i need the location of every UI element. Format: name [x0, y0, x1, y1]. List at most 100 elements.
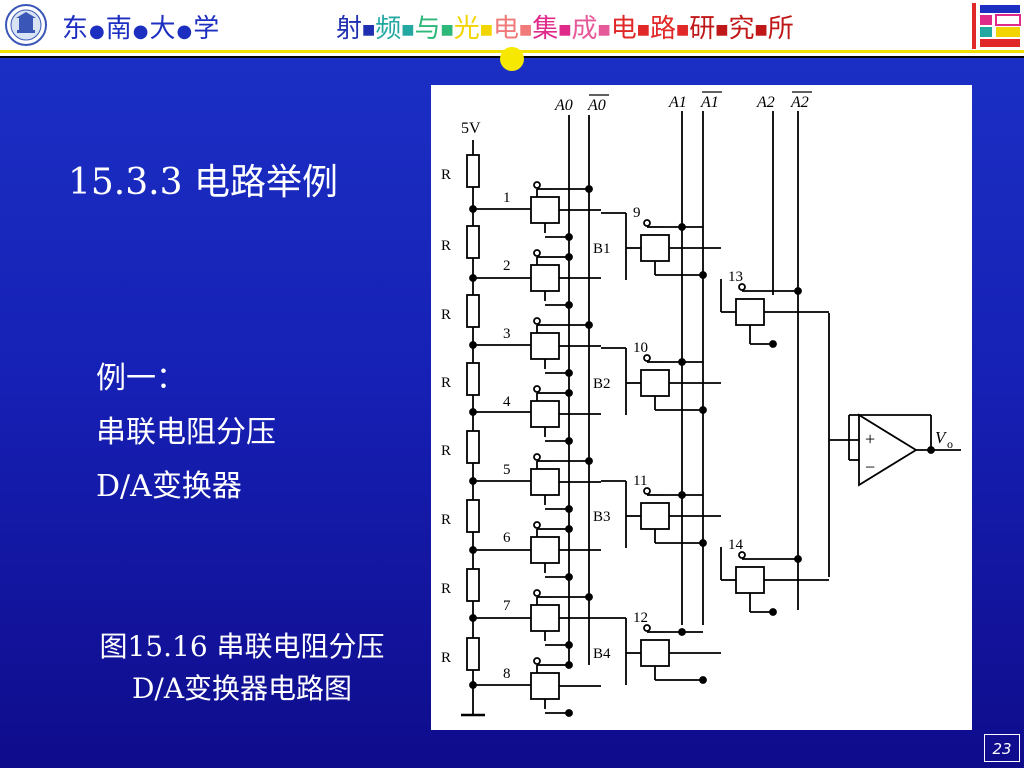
switch-body [530, 468, 560, 496]
square-separator: ■ [362, 22, 376, 38]
switch-number: 3 [503, 326, 511, 342]
switch-body [530, 604, 560, 632]
switch-gate [643, 354, 651, 362]
switch-gate [533, 181, 541, 189]
input-label: A1 [668, 94, 687, 111]
junction-dot [699, 406, 707, 414]
lab-logo [972, 3, 1021, 49]
header-ball [500, 47, 524, 71]
switch-number: 9 [633, 205, 641, 221]
switch-body [640, 639, 670, 667]
university-name: 东●南●大●学 [62, 8, 220, 45]
resistor [466, 362, 480, 396]
bullet-item: 例一： [96, 361, 186, 396]
switch-number: 6 [503, 530, 511, 546]
switch-body [735, 298, 765, 326]
switch-body [530, 536, 560, 564]
lab-char: 路 [650, 14, 677, 44]
junction-dot [565, 253, 573, 261]
switch-gate [738, 283, 746, 291]
university-logo [5, 4, 47, 46]
output-subscript: o [947, 437, 953, 451]
lab-char: 研 [689, 14, 716, 44]
switch-gate [533, 657, 541, 665]
resistor-label: R [441, 512, 451, 528]
junction-dot [769, 340, 777, 348]
switch-gate [643, 219, 651, 227]
bullet-item: 串联电阻分压 [96, 415, 276, 450]
square-separator: ■ [754, 22, 768, 38]
switch-body [640, 369, 670, 397]
square-separator: ■ [440, 22, 454, 38]
junction-dot [565, 525, 573, 533]
switch-body [530, 264, 560, 292]
junction-dot [699, 271, 707, 279]
dot-separator: ● [89, 21, 106, 42]
resistor-label: R [441, 375, 451, 391]
junction-dot [678, 358, 686, 366]
junction-dot [585, 321, 593, 329]
bullet-list: 例一： 串联电阻分压 D/A变换器 [96, 352, 276, 514]
resistor [466, 430, 480, 464]
square-separator: ■ [676, 22, 690, 38]
lab-char: 成 [571, 14, 598, 44]
resistor-label: R [441, 443, 451, 459]
resistor [466, 225, 480, 259]
resistor-label: R [441, 650, 451, 666]
dot-separator: ● [132, 21, 150, 42]
switch-gate [533, 453, 541, 461]
bus-label: B1 [593, 241, 611, 257]
switch-gate [533, 385, 541, 393]
lab-char: 集 [532, 14, 559, 44]
square-separator: ■ [401, 22, 415, 38]
switch-body [530, 196, 560, 224]
junction-dot [585, 593, 593, 601]
bullet-item: D/A变换器 [96, 469, 242, 504]
dot-separator: ● [176, 21, 194, 42]
switch-body [640, 234, 670, 262]
switch-number: 1 [503, 190, 511, 206]
square-separator: ■ [636, 22, 650, 38]
square-separator: ■ [558, 22, 572, 38]
lab-char: 究 [728, 14, 755, 44]
input-label: A2 [790, 94, 809, 111]
switch-body [530, 332, 560, 360]
input-label: A2 [756, 94, 775, 111]
supply-label: 5V [461, 120, 481, 137]
square-separator: ■ [715, 22, 729, 38]
university-char: 南 [105, 14, 133, 44]
switch-gate [533, 521, 541, 529]
junction-dot [794, 287, 802, 295]
lab-char: 射 [336, 14, 363, 44]
lab-char: 与 [414, 14, 441, 44]
output-label: V [935, 428, 948, 447]
lab-char: 电 [610, 14, 637, 44]
figure-caption: 图15.16 串联电阻分压 D/A变换器电路图 [72, 626, 412, 710]
switch-number: 13 [728, 269, 743, 285]
resistor [466, 294, 480, 328]
junction-dot [565, 389, 573, 397]
switch-body [530, 400, 560, 428]
square-separator: ■ [479, 22, 493, 38]
resistor-label: R [441, 167, 451, 183]
switch-body [530, 672, 560, 700]
square-separator: ■ [519, 22, 533, 38]
caption-line: 图15.16 串联电阻分压 [99, 630, 385, 663]
page-number: 23 [984, 734, 1020, 762]
resistor [466, 499, 480, 533]
junction-dot [678, 491, 686, 499]
bus-label: B3 [593, 509, 611, 525]
resistor [466, 637, 480, 671]
resistor-label: R [441, 581, 451, 597]
university-char: 东 [62, 14, 90, 44]
lab-char: 电 [493, 14, 520, 44]
switch-gate [533, 589, 541, 597]
lab-name: 射■频■与■光■电■集■成■电■路■研■究■所 [336, 8, 794, 45]
switch-gate [738, 551, 746, 559]
opamp-minus: − [865, 457, 875, 477]
switch-number: 7 [503, 598, 511, 614]
input-label: A1 [700, 94, 719, 111]
